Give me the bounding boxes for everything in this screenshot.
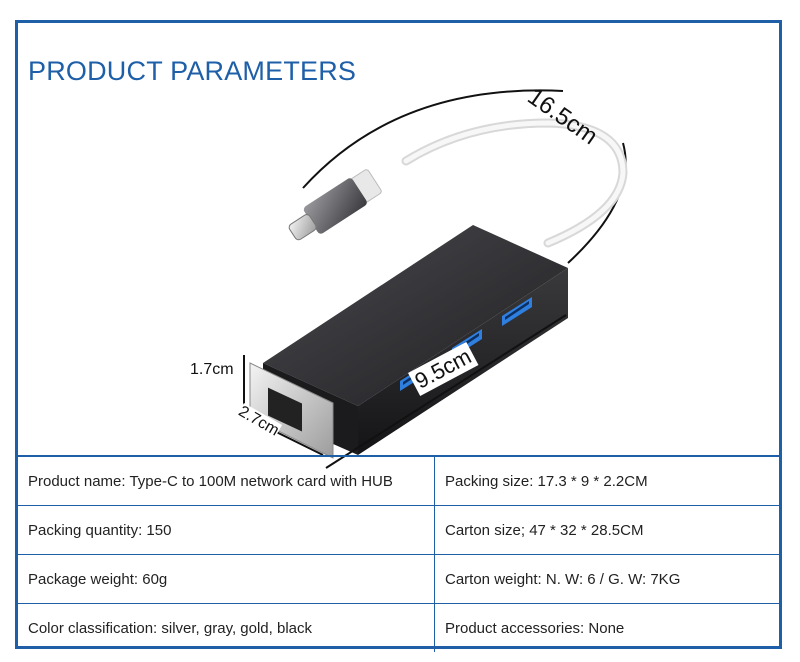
hub-body	[249, 225, 568, 459]
usb-port	[502, 297, 532, 326]
body-length-line	[325, 314, 567, 469]
table-row: Product name: Type-C to 100M network car…	[18, 455, 779, 506]
parameters-panel: PRODUCT PARAMETERS	[15, 20, 782, 652]
cable	[403, 120, 626, 246]
height-label: 1.7cm	[190, 361, 234, 378]
table-row: Packing quantity: 150 Carton size; 47 * …	[18, 505, 779, 555]
rj45-port	[268, 387, 302, 432]
table-cell: Color classification: silver, gray, gold…	[18, 603, 435, 652]
table-cell: Product name: Type-C to 100M network car…	[18, 455, 435, 506]
table-cell: Carton weight: N. W: 6 / G. W: 7KG	[434, 554, 779, 604]
table-cell: Product accessories: None	[434, 603, 779, 652]
table-row: Color classification: silver, gray, gold…	[18, 603, 779, 652]
spec-table: Product name: Type-C to 100M network car…	[18, 455, 779, 652]
table-cell: Package weight: 60g	[18, 554, 435, 604]
page-title: PRODUCT PARAMETERS	[28, 56, 357, 86]
table-row: Package weight: 60g Carton weight: N. W:…	[18, 554, 779, 604]
cable-length-arc	[302, 89, 564, 189]
table-cell: Packing quantity: 150	[18, 505, 435, 555]
table-cell: Carton size; 47 * 32 * 28.5CM	[434, 505, 779, 555]
type-c-connector	[288, 169, 382, 241]
table-cell: Packing size: 17.3 * 9 * 2.2CM	[434, 455, 779, 506]
